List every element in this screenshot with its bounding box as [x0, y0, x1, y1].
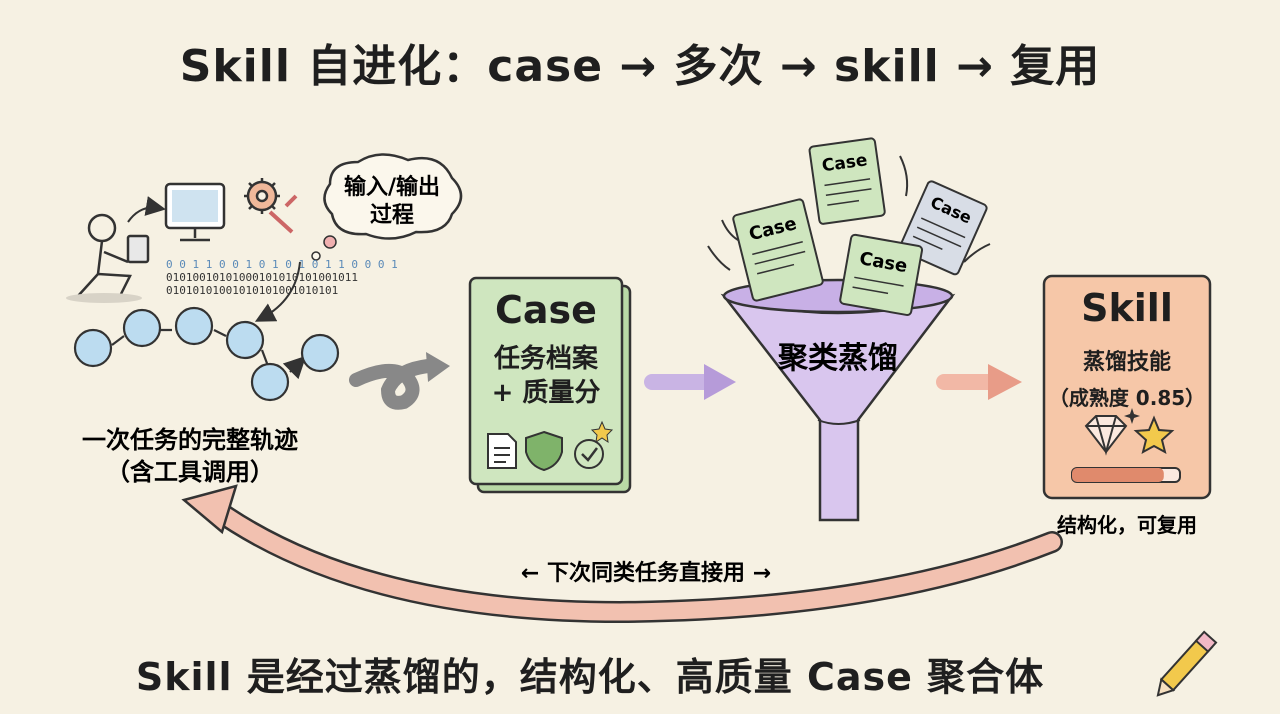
computer-icon [164, 182, 226, 242]
page-title: Skill 自进化：case → 多次 → skill → 复用 [179, 41, 1101, 92]
trajectory-node [300, 333, 340, 373]
skill-card-text: Skill 蒸馏技能 （成熟度 0.85） [1044, 286, 1210, 411]
bubble-text-1: 输入/输出 [344, 174, 440, 200]
skill-card [1042, 274, 1212, 500]
case-card-title: Case [495, 288, 597, 332]
trajectory-label-2: （含工具调用） [106, 458, 274, 486]
skill-card-line2: （成熟度 0.85） [1048, 386, 1206, 410]
check-star-icon [574, 420, 614, 469]
diamond-icon [1084, 415, 1128, 456]
binary-row-2: 01010010101000101010101001011 [166, 271, 358, 284]
mini-case-card-1: Case [732, 198, 824, 302]
maturity-bar-fill [1072, 468, 1164, 482]
mini-case-card-2: Case [808, 137, 886, 225]
person-laptop-icon [66, 213, 150, 303]
document-icon [487, 433, 517, 469]
case-card-line1: 任务档案 [493, 344, 598, 374]
trajectory-node [250, 362, 290, 402]
loop-label: ← 下次同类任务直接用 → [521, 560, 771, 586]
skill-card-title: Skill [1081, 286, 1173, 330]
curl-arrow [349, 352, 450, 410]
arrow-to-computer [127, 196, 166, 223]
funnel-label: 聚类蒸馏 [777, 341, 898, 376]
trajectory-node [122, 308, 162, 348]
case-card-text: Case 任务档案 + 质量分 [470, 288, 622, 410]
trajectory-nodes [73, 306, 340, 402]
case-card [468, 276, 632, 494]
trajectory-label-1: 一次任务的完整轨迹 [82, 426, 298, 454]
case-card-line2: + 质量分 [491, 378, 601, 408]
motion-lines [707, 155, 991, 271]
binary-row-3: 01010101001010101001010101 [166, 284, 338, 297]
arrow-binary-to-nodes [254, 261, 301, 322]
shield-icon [525, 430, 563, 472]
binary-stream: 0 0 1 1 0 0 1 0 1 0 1 0 1 1 0 0 0 1 0101… [166, 258, 398, 297]
trajectory-node [225, 320, 265, 360]
funnel [720, 278, 956, 522]
binary-row-1: 0 0 1 1 0 0 1 0 1 0 1 0 1 1 0 0 0 1 [166, 258, 398, 271]
skill-card-line1: 蒸馏技能 [1082, 350, 1171, 375]
trajectory-node [73, 328, 113, 368]
sparkle-icon [1124, 408, 1140, 424]
arrow-funnel-to-skill [936, 364, 1022, 400]
thought-bubble: 输入/输出 过程 [311, 153, 463, 261]
arrow-case-to-funnel [644, 364, 736, 400]
star-icon [1133, 415, 1175, 454]
bubble-text-2: 过程 [370, 203, 414, 228]
pencil-icon [1156, 630, 1218, 697]
footer-caption: Skill 是经过蒸馏的，结构化、高质量 Case 聚合体 [135, 655, 1045, 699]
trajectory-node [174, 306, 214, 346]
loop-back-arrow [181, 484, 1063, 624]
gear-wrench-icon [244, 178, 298, 234]
mini-case-card-4: Case [839, 233, 924, 317]
skill-caption: 结构化，可复用 [1057, 513, 1197, 537]
